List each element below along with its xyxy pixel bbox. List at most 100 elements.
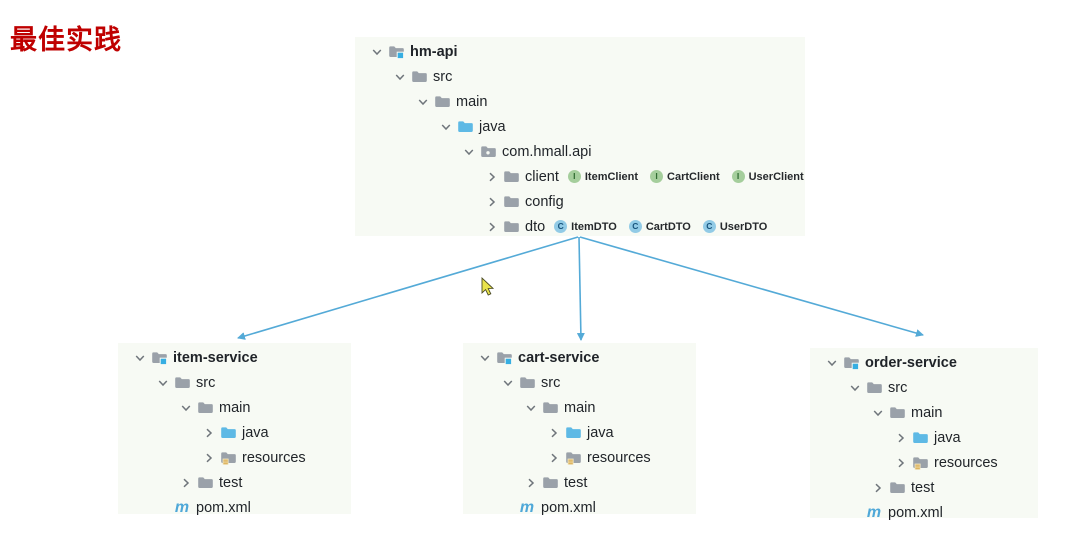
tree-row[interactable]: src [810, 375, 1038, 400]
chevron-spacer [155, 500, 171, 516]
tree-row[interactable]: resources [463, 445, 696, 470]
chevron-right-icon[interactable] [523, 475, 539, 491]
tree-row[interactable]: src [355, 64, 805, 89]
tree-item-label: client [525, 168, 559, 185]
class-name-label: CartDTO [645, 220, 691, 233]
chevron-right-icon[interactable] [201, 425, 217, 441]
folder-icon [865, 380, 883, 396]
tree-row[interactable]: test [463, 470, 696, 495]
page-title: 最佳实践 [10, 25, 122, 55]
folder-icon [433, 94, 451, 110]
chevron-down-icon[interactable] [523, 400, 539, 416]
resources-folder-icon [219, 450, 237, 466]
folder-icon [502, 169, 520, 185]
tree-row[interactable]: main [355, 89, 805, 114]
tree-item-label: test [564, 474, 588, 491]
tree-item-label: resources [587, 449, 651, 466]
tree-item-label: main [456, 93, 488, 110]
chevron-right-icon[interactable] [546, 425, 562, 441]
chevron-down-icon[interactable] [500, 375, 516, 391]
tree-row[interactable]: src [118, 370, 351, 395]
tree-row[interactable]: order-service [810, 350, 1038, 375]
chevron-down-icon[interactable] [870, 405, 886, 421]
tree-row[interactable]: java [463, 420, 696, 445]
chevron-right-icon[interactable] [484, 219, 500, 235]
tree-item-label: src [541, 374, 561, 391]
tree-item-label: main [911, 404, 943, 421]
tree-row[interactable]: config [355, 189, 805, 214]
dependency-arrow-to-cart-service [576, 236, 585, 341]
tree-item-label: java [242, 424, 269, 441]
tree-row[interactable]: item-service [118, 345, 351, 370]
folder-icon [410, 69, 428, 85]
chevron-right-icon[interactable] [893, 455, 909, 471]
tree-row[interactable]: src [463, 370, 696, 395]
folder-icon [518, 375, 536, 391]
sources-folder-icon [219, 425, 237, 441]
chevron-down-icon[interactable] [369, 44, 385, 60]
chevron-down-icon[interactable] [477, 350, 493, 366]
chevron-down-icon[interactable] [438, 119, 454, 135]
folder-icon [196, 475, 214, 491]
chevron-down-icon[interactable] [415, 94, 431, 110]
chevron-right-icon[interactable] [893, 430, 909, 446]
chevron-down-icon[interactable] [178, 400, 194, 416]
tree-item-label: pom.xml [888, 504, 943, 521]
tree-row[interactable]: com.hmall.api [355, 139, 805, 164]
maven-icon: m [174, 498, 190, 516]
chevron-down-icon[interactable] [824, 355, 840, 371]
tree-row[interactable]: main [810, 400, 1038, 425]
project-folder-icon [150, 350, 168, 366]
interface-badge-icon: I [731, 170, 745, 183]
chevron-right-icon[interactable] [870, 480, 886, 496]
tree-row[interactable]: resources [810, 450, 1038, 475]
tree-row[interactable]: cart-service [463, 345, 696, 370]
interface-name-label: UserClient [748, 170, 804, 183]
chevron-right-icon[interactable] [484, 194, 500, 210]
folder-icon [173, 375, 191, 391]
tree-row[interactable]: java [810, 425, 1038, 450]
chevron-right-icon[interactable] [201, 450, 217, 466]
chevron-down-icon[interactable] [461, 144, 477, 160]
chevron-down-icon[interactable] [132, 350, 148, 366]
tree-row[interactable]: java [355, 114, 805, 139]
interface-name-label: ItemClient [584, 170, 639, 183]
chevron-right-icon[interactable] [178, 475, 194, 491]
chevron-down-icon[interactable] [392, 69, 408, 85]
tree-row[interactable]: test [118, 470, 351, 495]
tree-item-label: src [888, 379, 908, 396]
interface-badge-icon: I [567, 170, 581, 183]
tree-row[interactable]: main [463, 395, 696, 420]
tree-row[interactable]: hm-api [355, 39, 805, 64]
chevron-right-icon[interactable] [546, 450, 562, 466]
tree-item-label: java [587, 424, 614, 441]
tree-row[interactable]: resources [118, 445, 351, 470]
folder-icon [541, 400, 559, 416]
tree-row[interactable]: java [118, 420, 351, 445]
tree-row[interactable]: main [118, 395, 351, 420]
tree-item-label: test [911, 479, 935, 496]
chevron-right-icon[interactable] [484, 169, 500, 185]
tree-item-label: item-service [173, 349, 258, 366]
chevron-down-icon[interactable] [155, 375, 171, 391]
chevron-down-icon[interactable] [847, 380, 863, 396]
class-name-label: ItemDTO [571, 220, 617, 233]
sources-folder-icon [564, 425, 582, 441]
tree-item-label: config [525, 193, 564, 210]
tree-row[interactable]: test [810, 475, 1038, 500]
